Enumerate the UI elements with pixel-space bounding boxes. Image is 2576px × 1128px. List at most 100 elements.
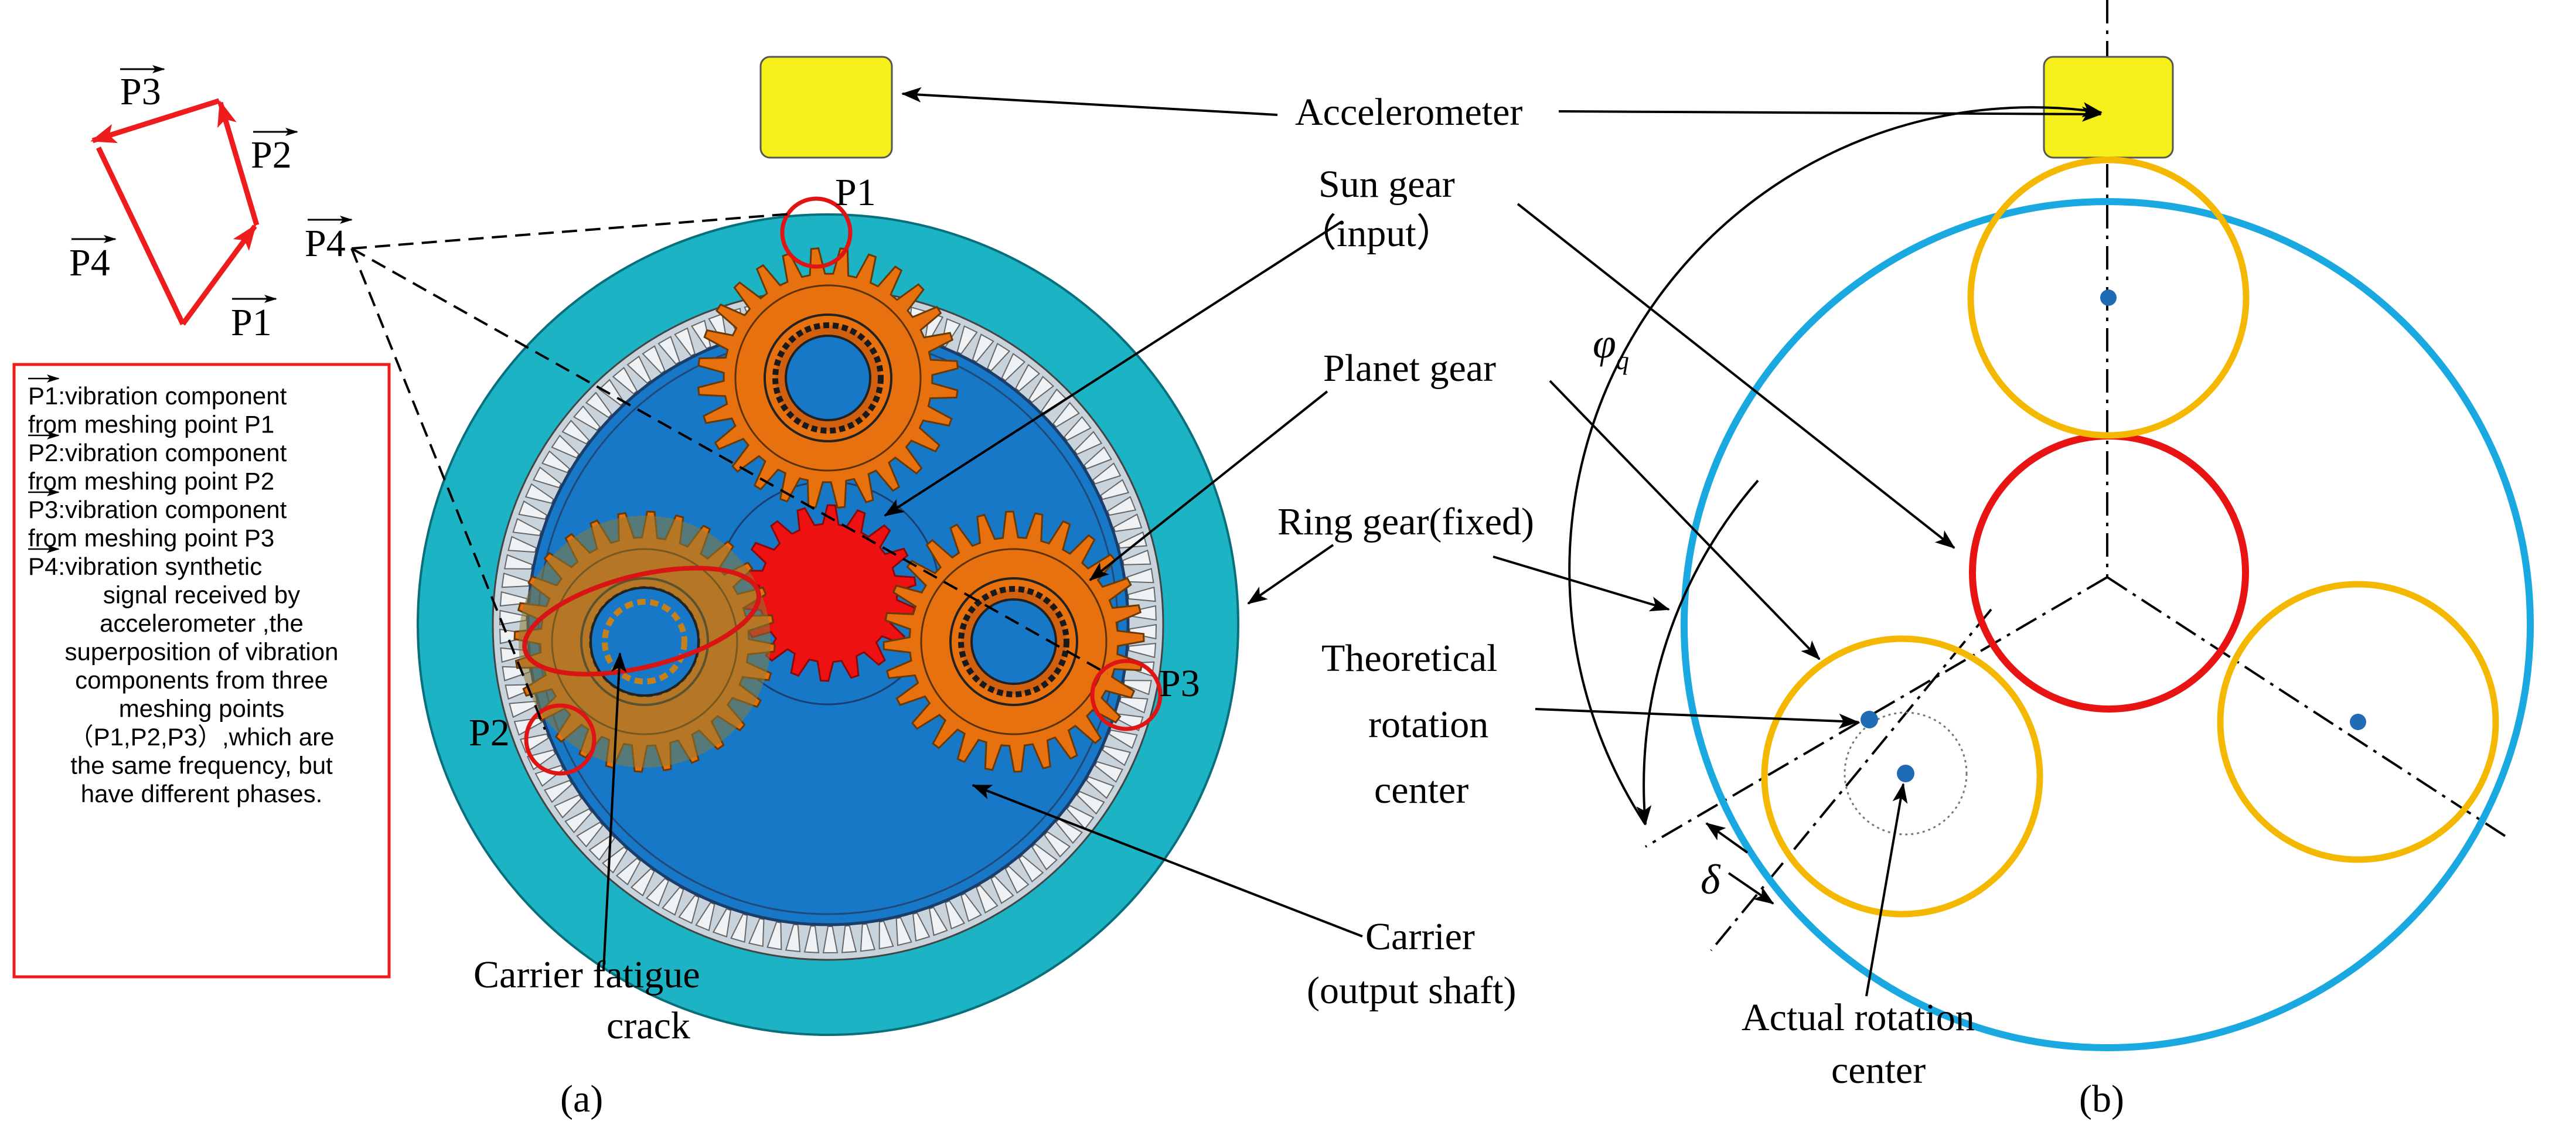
ring-tooth — [928, 907, 948, 936]
ring-tooth — [1004, 865, 1030, 894]
legend-symbol: P2 — [28, 439, 58, 466]
delta-arrows — [1705, 822, 1774, 905]
ring-tooth — [1128, 642, 1157, 659]
legend-line: from meshing point P2 — [28, 468, 274, 495]
ring-tooth — [507, 536, 537, 553]
ring-tooth — [695, 902, 715, 932]
ring-tooth — [1083, 446, 1113, 470]
legend-line: from meshing point P3 — [28, 524, 274, 552]
ring-tooth — [1085, 776, 1115, 799]
leader-lines-a — [602, 87, 1363, 970]
ring-tooth — [730, 913, 748, 943]
ring-tooth — [785, 923, 801, 953]
ring-tooth — [1074, 431, 1103, 455]
ring-tooth — [518, 500, 548, 520]
ring-tooth — [1106, 496, 1137, 516]
ring-tooth — [543, 779, 573, 803]
ring-tooth — [972, 333, 994, 363]
schematic-ring-circle — [1681, 198, 2534, 1051]
ring-tooth — [561, 420, 590, 445]
planet-pin — [785, 335, 871, 421]
ring-tooth — [1015, 363, 1041, 392]
planet-gear-right — [882, 510, 1145, 773]
panel-b-label: (b) — [2079, 1078, 2124, 1120]
vector-p3-label: P3 — [120, 70, 161, 113]
ring-tooth — [1122, 549, 1151, 565]
ring-tooth — [990, 875, 1014, 904]
p4-source-label: P4 — [305, 222, 346, 265]
ring-tooth — [678, 894, 700, 924]
leader-lines-b — [1493, 106, 2102, 997]
accelerometer-a — [759, 56, 893, 159]
ring-tooth — [512, 517, 542, 536]
ring-tooth — [878, 921, 894, 950]
ring-tooth — [1066, 805, 1095, 830]
schematic-planet-left — [1761, 635, 2043, 918]
ring-tooth — [945, 900, 966, 930]
actual-center-label-1: Actual rotation — [1742, 996, 1975, 1039]
meshing-label-p1: P1 — [835, 171, 876, 214]
planet-pin — [970, 598, 1057, 685]
meshing-circle-p2 — [524, 703, 597, 776]
schematic-planet-right — [2217, 581, 2499, 863]
carrier-label: Carrier — [1365, 915, 1475, 958]
legend-line: from meshing point P1 — [28, 411, 274, 438]
ring-tooth — [645, 877, 670, 907]
ring-tooth — [1055, 818, 1083, 844]
eccentric-orbit-circle — [1844, 711, 1968, 836]
ring-tooth — [1044, 831, 1071, 858]
ring-tooth — [1108, 729, 1138, 749]
ring-tooth — [1118, 531, 1147, 549]
accelerometer-label: Accelerometer — [1295, 91, 1522, 134]
ring-tooth — [803, 925, 820, 953]
ring-tooth — [960, 892, 982, 922]
ring-tooth — [912, 912, 931, 942]
carrier-output-label: (output shaft) — [1307, 969, 1516, 1012]
ring-tooth — [1001, 353, 1026, 381]
ring-tooth — [1127, 586, 1156, 602]
ring-tooth — [1092, 462, 1122, 485]
center-dot-top — [2100, 289, 2117, 306]
ring-tooth — [533, 466, 562, 489]
sun-gear-input-label: （input） — [1298, 212, 1455, 255]
planet-pitch-line — [920, 548, 1108, 735]
planet-pitch-line — [734, 284, 922, 472]
legend-symbol: P3 — [28, 496, 58, 523]
legend-line: P1:vibration component — [28, 382, 287, 410]
meshing-label-p3: P3 — [1159, 662, 1200, 705]
meshing-label-p2: P2 — [469, 711, 510, 754]
ring-tooth — [986, 342, 1011, 372]
planet-gear-label: Planet gear — [1323, 347, 1496, 390]
ring-tooth — [503, 554, 533, 570]
ring-tooth — [576, 822, 604, 848]
ring-tooth — [1018, 854, 1044, 883]
ring-tooth — [1102, 745, 1132, 766]
legend-line: superposition of vibration — [65, 638, 339, 666]
crack-label-1: Carrier fatigue — [473, 953, 700, 996]
theoretical-center-dot — [1861, 711, 1878, 728]
vector-p4-label: P4 — [69, 241, 110, 284]
legend-symbol: P1 — [28, 382, 58, 410]
ring-tooth — [564, 808, 592, 834]
ring-tooth — [822, 925, 839, 953]
panel-a-label: (a) — [560, 1078, 603, 1120]
vector-p1-arrow — [180, 224, 257, 326]
center-dot-right — [2350, 714, 2366, 730]
ring-tooth — [1094, 761, 1123, 783]
ring-tooth — [553, 794, 582, 819]
crack-label-2: crack — [606, 1004, 690, 1047]
legend-line: P2:vibration component — [28, 439, 287, 466]
ring-tooth — [690, 319, 711, 349]
phi-symbol: φq — [1593, 320, 1629, 375]
vector-p4-line — [96, 146, 186, 325]
schematic-planet-top — [1967, 156, 2250, 439]
ring-gear-label: Ring gear(fixed) — [1277, 500, 1534, 543]
crack-ellipse — [522, 565, 761, 677]
legend-line: the same frequency, but — [70, 752, 333, 779]
meshing-circle-p3 — [1090, 659, 1163, 731]
radial-axes — [1644, 576, 2509, 952]
ring-tooth — [626, 355, 652, 384]
planet-gear-top — [697, 247, 959, 509]
p4-dashed-lines — [350, 213, 1108, 730]
ring-tooth — [841, 925, 857, 953]
